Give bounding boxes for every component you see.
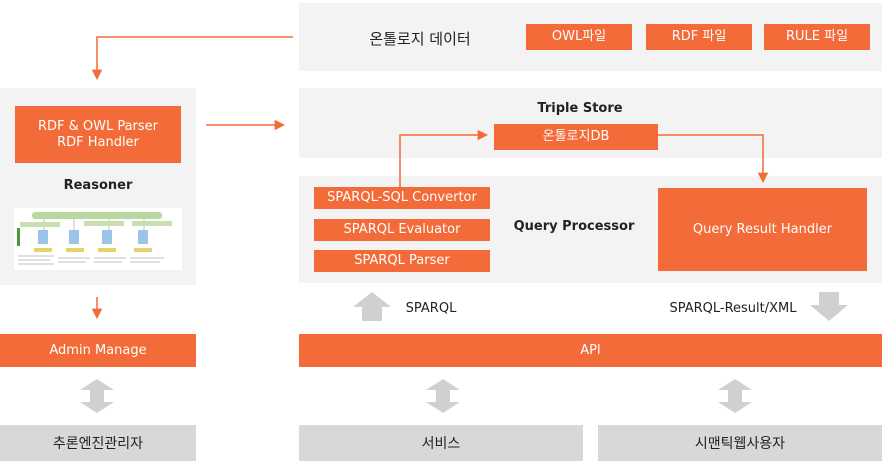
user-double-arrow: [718, 379, 752, 413]
admin-manage-bar: Admin Manage: [0, 334, 196, 367]
service-double-arrow: [426, 379, 460, 413]
sparql-flow-label: SPARQL: [405, 300, 457, 316]
owl-file-box: OWL파일: [526, 24, 632, 50]
admin-double-arrow: [80, 379, 114, 413]
service-box: 서비스: [299, 425, 583, 461]
arrow-ontology-to-parser: [91, 36, 293, 81]
rdf-file-box: RDF 파일: [646, 24, 752, 50]
reasoner-title: Reasoner: [63, 177, 133, 193]
semantic-web-user-box: 시맨틱웹사용자: [598, 425, 882, 461]
rule-file-box: RULE 파일: [764, 24, 870, 50]
query-processor-title: Query Processor: [513, 218, 635, 234]
ontology-data-title: 온톨로지 데이터: [369, 29, 471, 48]
result-down-arrow: [810, 292, 848, 321]
query-result-handler-box: Query Result Handler: [658, 188, 867, 271]
sparql-up-arrow: [353, 292, 391, 321]
reasoner-graph-image: [14, 208, 182, 270]
arrow-db-to-result: [658, 134, 769, 184]
sparql-evaluator-box: SPARQL Evaluator: [314, 219, 490, 241]
ontology-db-box: 온톨로지DB: [494, 124, 658, 150]
sparql-parser-box: SPARQL Parser: [314, 250, 490, 272]
reasoning-engine-admin-box: 추론엔진관리자: [0, 425, 196, 461]
arrow-convertor-to-db: [399, 129, 489, 187]
sparql-sql-convertor-box: SPARQL-SQL Convertor: [314, 187, 490, 209]
rdf-owl-parser-box: RDF & OWL Parser RDF Handler: [15, 106, 181, 163]
triple-store-title: Triple Store: [537, 100, 623, 116]
api-bar: API: [299, 334, 882, 367]
sparql-result-flow-label: SPARQL-Result/XML: [669, 300, 797, 316]
